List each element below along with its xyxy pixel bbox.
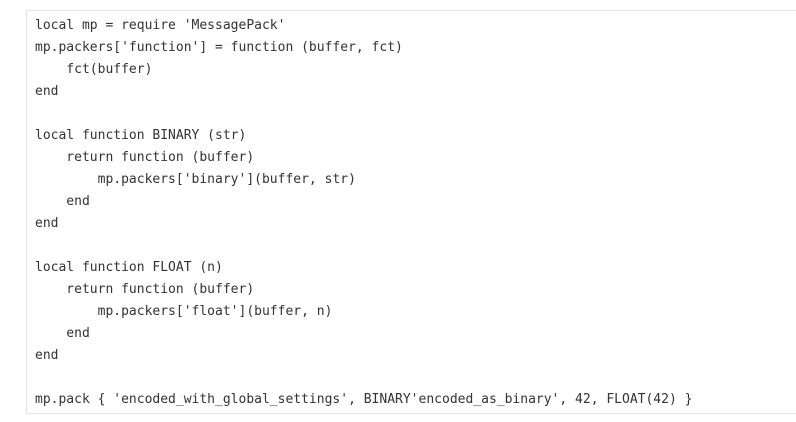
code-line-4: end: [35, 84, 59, 99]
code-line-6: local function BINARY (str): [35, 128, 247, 143]
code-line-11: [35, 235, 692, 257]
code-line-12: local function FLOAT (n): [35, 260, 223, 275]
code-line-2: mp.packers['function'] = function (buffe…: [35, 40, 403, 55]
code-line-17: [35, 367, 692, 389]
code-line-1: local mp = require 'MessagePack': [35, 18, 286, 33]
code-line-16: end: [35, 348, 59, 363]
code-lines: local mp = require 'MessagePack' mp.pack…: [35, 15, 692, 411]
code-line-8: mp.packers['binary'](buffer, str): [35, 172, 356, 187]
code-line-18: mp.pack { 'encoded_with_global_settings'…: [35, 392, 693, 407]
code-block: local mp = require 'MessagePack' mp.pack…: [26, 10, 796, 414]
code-line-5: [35, 103, 692, 125]
code-line-3: fct(buffer): [35, 62, 153, 77]
code-line-9: end: [35, 194, 90, 209]
code-line-14: mp.packers['float'](buffer, n): [35, 304, 333, 319]
code-line-10: end: [35, 216, 59, 231]
code-line-13: return function (buffer): [35, 282, 255, 297]
code-line-7: return function (buffer): [35, 150, 255, 165]
code-line-15: end: [35, 326, 90, 341]
